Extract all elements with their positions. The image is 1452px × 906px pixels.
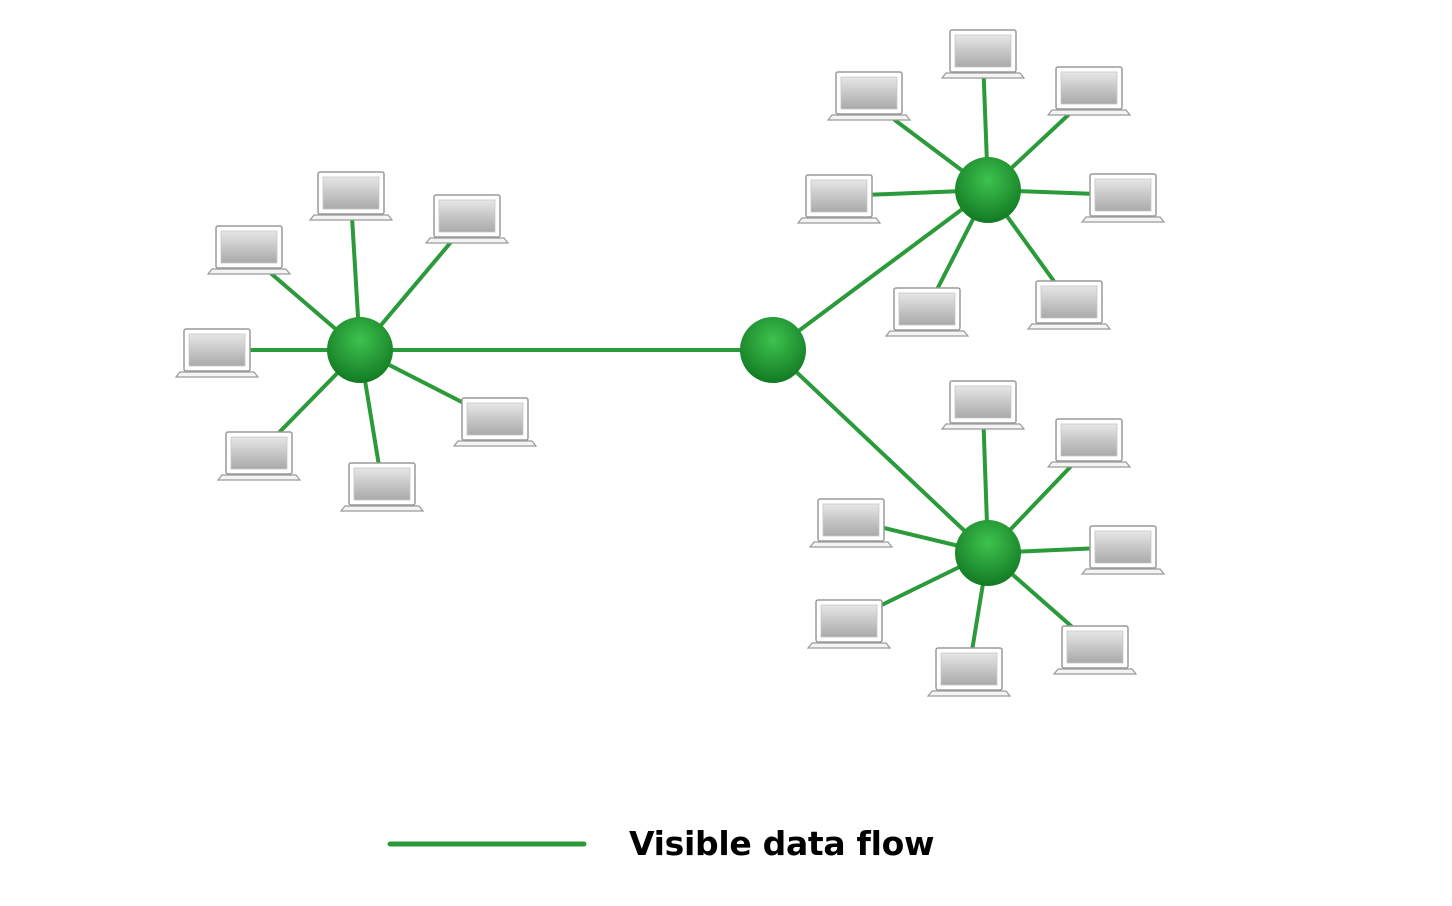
laptop-screen [438, 199, 496, 233]
laptop-screen [820, 604, 878, 638]
link-center-bottom [771, 348, 990, 555]
laptop-base [452, 440, 538, 447]
laptop-icon [796, 174, 882, 224]
laptop-base [940, 423, 1026, 430]
laptop-screen [940, 652, 998, 686]
laptop-screen [188, 333, 246, 367]
laptop-base [1080, 216, 1166, 223]
laptop-icon [808, 498, 894, 548]
laptop-screen [1094, 530, 1152, 564]
laptop-base [806, 642, 892, 649]
laptop-screen [810, 179, 868, 213]
legend-label: Visible data flow [629, 824, 935, 863]
laptop-base [206, 268, 292, 275]
laptop-icon [940, 29, 1026, 79]
link-center-top [771, 188, 990, 352]
hub-node-icon-top [955, 157, 1021, 223]
devices-layer [174, 29, 1166, 697]
laptop-icon [206, 225, 292, 275]
laptop-screen [954, 385, 1012, 419]
laptop-icon [1080, 173, 1166, 223]
laptop-screen [1094, 178, 1152, 212]
laptop-base [216, 474, 302, 481]
laptop-icon [1080, 525, 1166, 575]
laptop-screen [322, 176, 380, 210]
laptop-base [1026, 323, 1112, 330]
laptop-icon [174, 328, 260, 378]
laptop-base [884, 330, 970, 337]
laptop-screen [898, 292, 956, 326]
laptop-screen [1040, 285, 1098, 319]
laptop-base [174, 371, 260, 378]
laptop-base [926, 690, 1012, 697]
laptop-icon [308, 171, 394, 221]
laptop-screen [220, 230, 278, 264]
hub-node-icon-center [740, 317, 806, 383]
laptop-icon [806, 599, 892, 649]
laptop-screen [1066, 630, 1124, 664]
laptop-icon [884, 287, 970, 337]
laptop-screen [230, 436, 288, 470]
laptop-base [796, 217, 882, 224]
hub-node-icon-bottom [955, 520, 1021, 586]
laptop-icon [216, 431, 302, 481]
laptop-icon [339, 462, 425, 512]
laptop-screen [353, 467, 411, 501]
laptop-base [826, 114, 912, 121]
laptop-base [940, 72, 1026, 79]
laptop-icon [826, 71, 912, 121]
hubs-layer [327, 157, 1021, 586]
laptop-icon [1026, 280, 1112, 330]
laptop-screen [822, 503, 880, 537]
laptop-icon [940, 380, 1026, 430]
laptop-icon [1046, 418, 1132, 468]
laptop-icon [452, 397, 538, 447]
laptop-base [1046, 461, 1132, 468]
laptop-screen [1060, 423, 1118, 457]
laptop-base [808, 541, 894, 548]
laptop-icon [1052, 625, 1138, 675]
laptop-screen [466, 402, 524, 436]
laptop-screen [954, 34, 1012, 68]
laptop-screen [840, 76, 898, 110]
laptop-icon [424, 194, 510, 244]
laptop-base [1046, 109, 1132, 116]
laptop-base [339, 505, 425, 512]
laptop-base [424, 237, 510, 244]
laptop-icon [926, 647, 1012, 697]
laptop-screen [1060, 71, 1118, 105]
hub-node-icon-left [327, 317, 393, 383]
laptop-base [1080, 568, 1166, 575]
laptop-icon [1046, 66, 1132, 116]
laptop-base [1052, 668, 1138, 675]
laptop-base [308, 214, 394, 221]
